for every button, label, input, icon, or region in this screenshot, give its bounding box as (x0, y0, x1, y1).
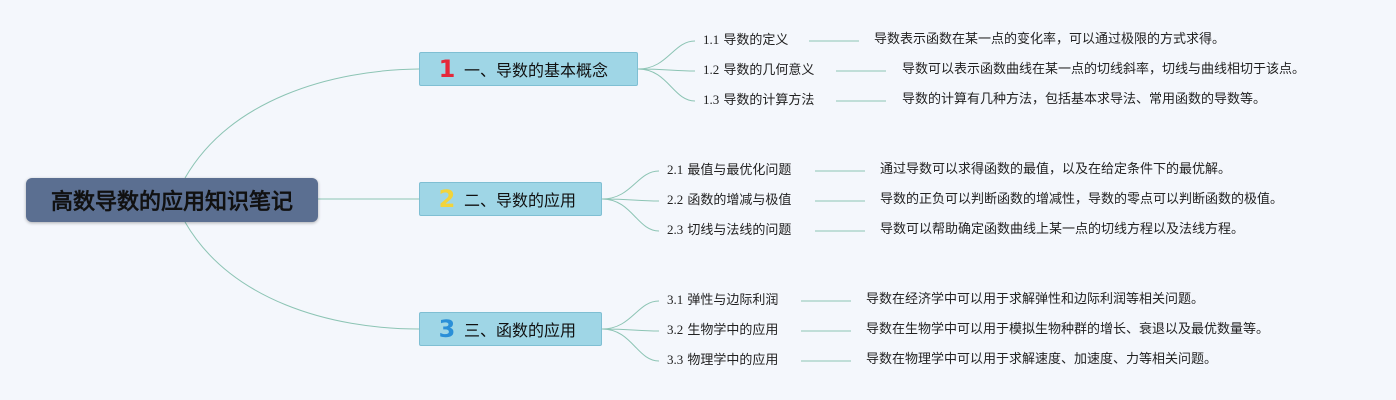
branch-label-2: 二、导数的应用 (464, 191, 577, 210)
link-branch-2-leaf-3 (601, 198, 660, 232)
subtopic-title: 弹性与边际利润 (687, 293, 779, 308)
subtopic-index: 1.1 (703, 32, 720, 47)
subtopic-title: 导数的定义 (723, 33, 789, 48)
subtopic-index: 1.3 (703, 92, 720, 107)
subtopic-index: 3.3 (667, 352, 684, 367)
link-branch-1-leaf-3 (637, 68, 696, 102)
subtopic-2-1[interactable]: 2.1 最值与最优化问题 (667, 162, 791, 179)
subtopic-description-2-2[interactable]: 导数的正负可以判断函数的增减性，导数的零点可以判断函数的极值。 (880, 192, 1284, 207)
subtopic-description-2-3[interactable]: 导数可以帮助确定函数曲线上某一点的切线方程以及法线方程。 (880, 222, 1245, 237)
subtopic-index: 3.2 (667, 322, 684, 337)
subtopic-3-1[interactable]: 3.1 弹性与边际利润 (667, 292, 778, 309)
subtopic-index: 2.2 (667, 192, 684, 207)
subtopic-index: 2.3 (667, 222, 684, 237)
subtopic-2-2[interactable]: 2.2 函数的增减与极值 (667, 192, 791, 209)
subtopic-description-3-2[interactable]: 导数在生物学中可以用于模拟生物种群的增长、衰退以及最优数量等。 (866, 322, 1270, 337)
subtopic-index: 3.1 (667, 292, 684, 307)
subtopic-index: 2.1 (667, 162, 684, 177)
subtopic-description-1-2[interactable]: 导数可以表示函数曲线在某一点的切线斜率，切线与曲线相切于该点。 (902, 62, 1306, 77)
link-branch-2-leaf-2 (601, 198, 660, 202)
subtopic-description-1-3[interactable]: 导数的计算有几种方法，包括基本求导法、常用函数的导数等。 (902, 92, 1267, 107)
subtopic-description-1-1[interactable]: 导数表示函数在某一点的变化率，可以通过极限的方式求得。 (874, 32, 1226, 47)
subtopic-1-3[interactable]: 1.3 导数的计算方法 (703, 92, 814, 109)
branch-topic-1[interactable]: 1 一、导数的基本概念 (419, 52, 638, 86)
branch-number-1: 1 (438, 55, 456, 83)
root-topic-label: 高数导数的应用知识笔记 (50, 190, 293, 215)
branch-number-2: 2 (438, 185, 456, 213)
branch-topic-3[interactable]: 3 三、函数的应用 (419, 312, 602, 346)
subtopic-title: 生物学中的应用 (687, 323, 779, 338)
link-root-branch-1 (184, 68, 420, 179)
link-branch-3-leaf-1 (601, 300, 660, 330)
link-branch-2-leaf-1 (601, 170, 660, 200)
subtopic-index: 1.2 (703, 62, 720, 77)
link-branch-1-leaf-2 (637, 68, 696, 72)
subtopic-1-1[interactable]: 1.1 导数的定义 (703, 32, 788, 49)
root-topic[interactable]: 高数导数的应用知识笔记 (26, 178, 318, 222)
subtopic-title: 函数的增减与极值 (687, 193, 792, 208)
subtopic-3-3[interactable]: 3.3 物理学中的应用 (667, 352, 778, 369)
link-branch-1-leaf-1 (637, 40, 696, 70)
subtopic-title: 切线与法线的问题 (687, 223, 792, 238)
subtopic-description-3-3[interactable]: 导数在物理学中可以用于求解速度、加速度、力等相关问题。 (866, 352, 1218, 367)
subtopic-description-3-1[interactable]: 导数在经济学中可以用于求解弹性和边际利润等相关问题。 (866, 292, 1205, 307)
subtopic-title: 物理学中的应用 (687, 353, 779, 368)
branch-number-3: 3 (438, 315, 456, 343)
branch-label-1: 一、导数的基本概念 (464, 61, 609, 80)
branch-topic-2[interactable]: 2 二、导数的应用 (419, 182, 602, 216)
subtopic-title: 最值与最优化问题 (687, 163, 792, 178)
subtopic-1-2[interactable]: 1.2 导数的几何意义 (703, 62, 814, 79)
subtopic-title: 导数的计算方法 (723, 93, 815, 108)
link-branch-3-leaf-3 (601, 328, 660, 362)
link-branch-3-leaf-2 (601, 328, 660, 332)
subtopic-2-3[interactable]: 2.3 切线与法线的问题 (667, 222, 791, 239)
subtopic-3-2[interactable]: 3.2 生物学中的应用 (667, 322, 778, 339)
subtopic-title: 导数的几何意义 (723, 63, 815, 78)
subtopic-description-2-1[interactable]: 通过导数可以求得函数的最值，以及在给定条件下的最优解。 (880, 162, 1232, 177)
link-root-branch-3 (184, 221, 420, 330)
branch-label-3: 三、函数的应用 (464, 321, 577, 340)
